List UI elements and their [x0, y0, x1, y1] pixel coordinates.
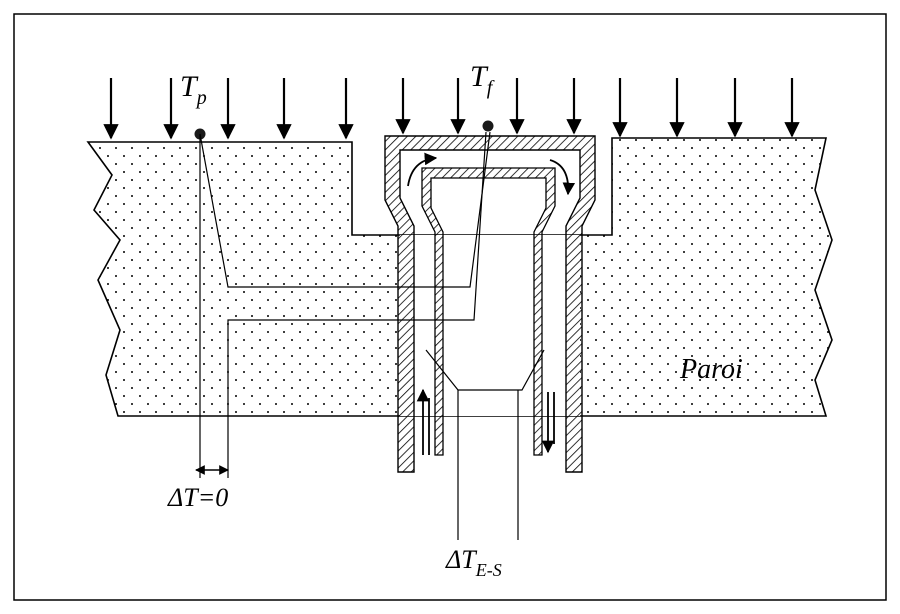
label-tf: Tf	[470, 60, 495, 99]
tp-wire-a	[199, 131, 491, 288]
curved-arrow-icon	[407, 152, 438, 187]
sensor-tf-dot	[482, 120, 494, 132]
tf-wire-v	[425, 349, 545, 391]
label-delta-t-es: ΔTE-S	[445, 545, 502, 580]
cavity-gap	[400, 235, 580, 416]
probe-inner-insert	[421, 167, 556, 456]
incident-flux-arrows	[103, 78, 800, 140]
thermocouple-wires	[199, 131, 545, 540]
label-paroi: Paroi	[679, 354, 743, 385]
curved-arrow-icon	[549, 159, 576, 196]
label-delta-t-zero: ΔT=0	[167, 483, 228, 512]
probe-outer-shell	[384, 135, 596, 473]
tp-wire-c	[227, 131, 487, 478]
figure-frame	[13, 13, 887, 601]
label-tp: Tp	[180, 70, 207, 109]
